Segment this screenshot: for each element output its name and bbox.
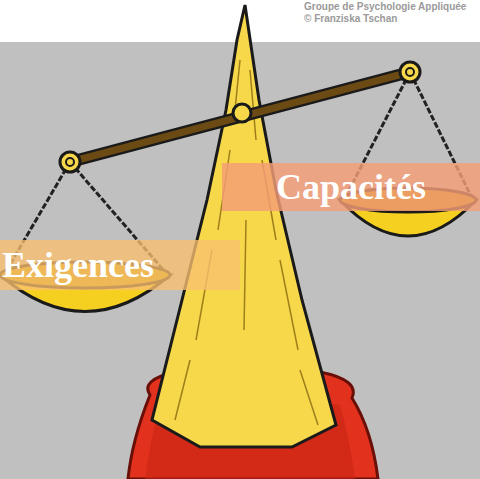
beam-end-ring-inner <box>406 68 414 76</box>
band-text: Capacités <box>276 169 426 205</box>
pivot <box>233 104 251 122</box>
beam-outline <box>70 72 410 162</box>
beam-end-ring <box>60 152 80 172</box>
band-text: Exigences <box>2 247 154 283</box>
label-band: Exigences <box>0 240 240 290</box>
label-band: Capacités <box>222 163 480 211</box>
watermark: © Franziska Tschan <box>304 13 397 25</box>
beam <box>70 72 410 162</box>
beam-end-ring-inner <box>66 158 74 166</box>
scale-column <box>152 5 336 447</box>
watermark: Groupe de Psychologie Appliquée <box>304 1 466 13</box>
beam-end-ring <box>400 62 420 82</box>
